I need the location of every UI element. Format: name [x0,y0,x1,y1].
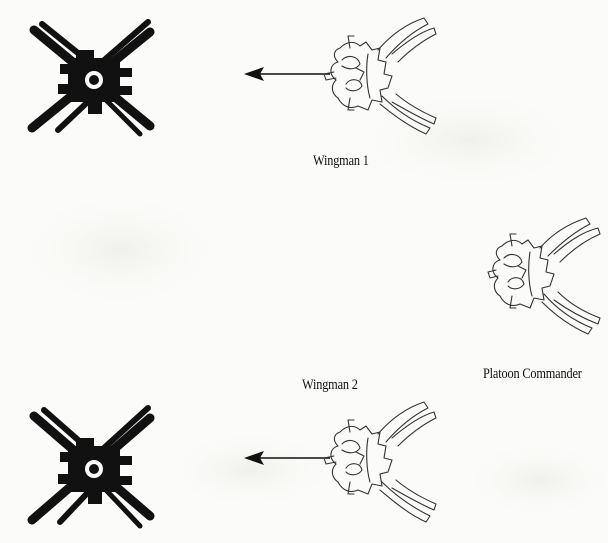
platoon-commander-label: Platoon Commander [483,366,582,382]
enemy-tank-icon [27,405,155,529]
movement-arrow-icon [244,67,330,81]
wingman-1-tank-icon [323,17,437,135]
movement-arrow-icon [244,451,330,465]
wingman-1-label: Wingman 1 [313,153,369,169]
wingman-2-tank-icon [323,401,437,523]
wingman-2-label: Wingman 2 [302,377,358,393]
enemy-tank-icon [27,19,155,137]
platoon-commander-tank-icon [487,217,601,335]
